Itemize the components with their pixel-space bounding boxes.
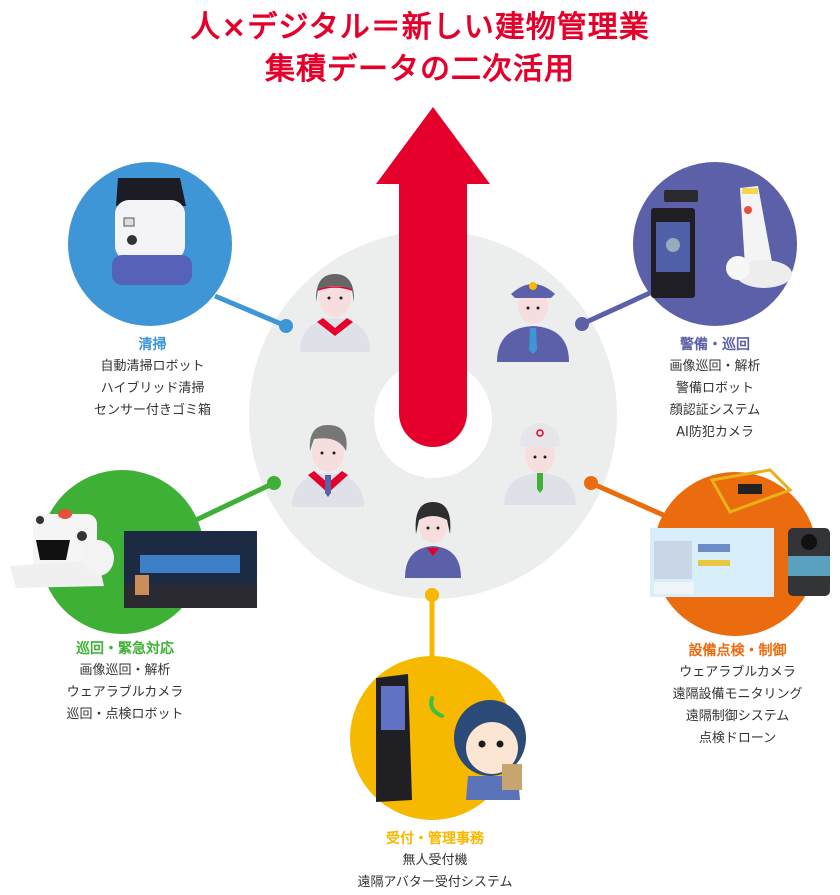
category-heading: 設備点検・制御 bbox=[688, 643, 787, 659]
connector-reception bbox=[425, 588, 439, 660]
patrol-image-circle bbox=[10, 470, 257, 634]
category-item: 点検ドローン bbox=[698, 731, 777, 746]
category-item: 遠隔制御システム bbox=[685, 709, 790, 724]
connector-patrol bbox=[194, 476, 281, 523]
connector-security bbox=[575, 289, 654, 331]
security-guard-avatar-icon bbox=[497, 282, 569, 362]
cleaning-staff-avatar-icon bbox=[300, 274, 370, 352]
category-item: 警備ロボット bbox=[675, 381, 754, 396]
up-arrow-icon bbox=[376, 107, 490, 447]
category-reception: 受付・管理事務 無人受付機 遠隔アバター受付システム bbox=[340, 828, 530, 894]
category-heading: 巡回・緊急対応 bbox=[76, 641, 174, 657]
reception-image-circle bbox=[350, 656, 526, 820]
category-security: 警備・巡回 画像巡回・解析 警備ロボット 顔認証システム AI防犯カメラ bbox=[630, 334, 800, 444]
category-cleaning: 清掃 自動清掃ロボット ハイブリッド清掃 センサー付きゴミ箱 bbox=[60, 334, 245, 422]
category-heading: 警備・巡回 bbox=[680, 337, 750, 353]
engineer-helmet-avatar-icon bbox=[504, 423, 576, 505]
title-line-2: 集積データの二次活用 bbox=[265, 52, 575, 87]
wearable-camera-photo bbox=[788, 528, 830, 596]
security-image-circle bbox=[633, 162, 797, 326]
category-item: センサー付きゴミ箱 bbox=[93, 403, 211, 418]
category-item: ウェアラブルカメラ bbox=[66, 685, 184, 700]
category-item: AI防犯カメラ bbox=[676, 425, 754, 440]
category-facility: 設備点検・制御 ウェアラブルカメラ 遠隔設備モニタリング 遠隔制御システム 点検… bbox=[655, 640, 820, 750]
reception-kiosk-photo bbox=[376, 674, 412, 802]
connector-facility bbox=[584, 476, 672, 521]
operator-headset-avatar-icon bbox=[292, 425, 364, 507]
monitoring-dashboard-screenshot bbox=[650, 528, 774, 597]
control-room-photo bbox=[124, 531, 257, 608]
inspection-drone-photo bbox=[709, 468, 793, 514]
category-item: 画像巡回・解析 bbox=[79, 663, 171, 678]
facility-image-circle bbox=[650, 468, 830, 636]
category-heading: 受付・管理事務 bbox=[386, 831, 484, 847]
cleaning-image-circle bbox=[68, 162, 232, 326]
category-item: 顔認証システム bbox=[669, 403, 761, 418]
security-robot-photo bbox=[726, 186, 792, 288]
category-patrol: 巡回・緊急対応 画像巡回・解析 ウェアラブルカメラ 巡回・点検ロボット bbox=[40, 638, 210, 726]
connector-cleaning bbox=[214, 293, 293, 333]
category-item: 無人受付機 bbox=[402, 853, 468, 868]
category-item: ウェアラブルカメラ bbox=[679, 665, 796, 680]
phone-call-icon bbox=[429, 696, 444, 718]
category-heading: 清掃 bbox=[138, 337, 167, 353]
avatar-operator-illustration bbox=[454, 700, 526, 800]
category-item: 画像巡回・解析 bbox=[669, 359, 761, 374]
category-item: 自動清掃ロボット bbox=[100, 359, 205, 374]
patrol-robot-photo bbox=[10, 509, 114, 588]
category-item: 遠隔アバター受付システム bbox=[357, 875, 513, 890]
face-recognition-terminal-photo bbox=[651, 190, 698, 298]
receptionist-avatar-icon bbox=[405, 502, 461, 578]
title-line-1: 人×デジタル＝新しい建物管理業 bbox=[190, 10, 650, 45]
cleaning-robot-photo bbox=[112, 178, 192, 285]
category-item: 遠隔設備モニタリング bbox=[672, 687, 803, 702]
category-item: ハイブリッド清掃 bbox=[100, 381, 205, 396]
category-item: 巡回・点検ロボット bbox=[66, 707, 184, 722]
